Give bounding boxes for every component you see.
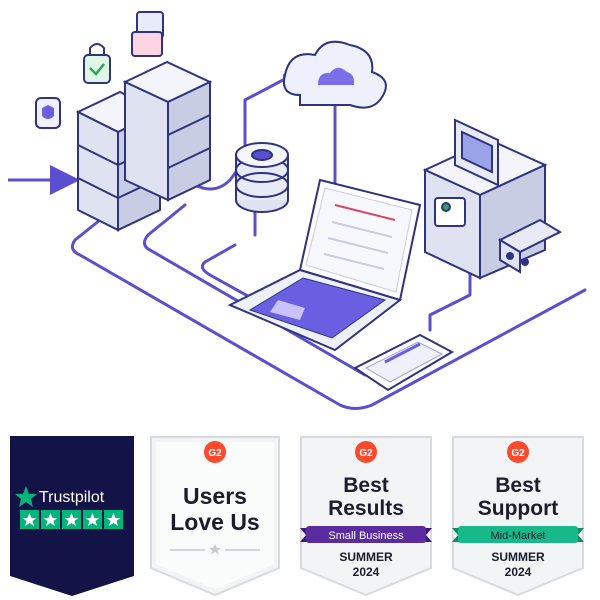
svg-text:G2: G2	[511, 448, 525, 459]
shield-icon	[35, 97, 61, 129]
svg-text:G2: G2	[208, 448, 222, 459]
connection-lines	[70, 78, 587, 410]
network-illustration	[8, 11, 587, 410]
badge-year: 2024	[353, 565, 380, 579]
cloud-icon	[283, 40, 387, 109]
badge-season: SUMMER	[491, 550, 545, 564]
svg-text:Small Business: Small Business	[328, 530, 404, 542]
badge-season: SUMMER	[339, 550, 393, 564]
g2-users-love-us-badge[interactable]: G2 Users Love Us	[150, 436, 280, 596]
trustpilot-badge[interactable]: Trustpilot	[10, 436, 134, 596]
g2-logo-icon: G2	[355, 441, 377, 463]
badge-line1: Best	[495, 474, 541, 497]
trustpilot-brand: Trustpilot	[39, 489, 105, 506]
badge-line1: Best	[343, 474, 389, 497]
badge-line2: Love Us	[170, 509, 259, 535]
badge-line2: Support	[478, 497, 558, 520]
lock-icon	[83, 43, 111, 84]
badge-line1: Users	[183, 483, 247, 509]
laptop	[227, 178, 422, 352]
g2-logo-icon: G2	[204, 441, 226, 463]
g2-best-support-badge[interactable]: G2 Best Support Mid-Market SUMMER 2024	[452, 436, 584, 596]
trustpilot-star-icon	[15, 486, 37, 507]
tablet	[353, 333, 455, 392]
svg-text:Mid-Market: Mid-Market	[490, 530, 545, 542]
svg-text:G2: G2	[359, 448, 373, 459]
folder-icon	[131, 11, 164, 57]
g2-best-results-badge[interactable]: G2 Best Results Small Business SUMMER 20…	[300, 436, 432, 596]
badge-line2: Results	[328, 497, 404, 520]
processing-machine	[422, 118, 563, 280]
star-icon	[209, 544, 221, 555]
category-ribbon: Mid-Market	[452, 526, 584, 543]
server-rack-right	[122, 60, 213, 202]
g2-logo-icon: G2	[507, 441, 529, 463]
badge-year: 2024	[505, 565, 532, 579]
category-ribbon: Small Business	[300, 526, 432, 543]
trustpilot-rating-stars	[20, 510, 123, 529]
database-icon	[235, 142, 289, 213]
